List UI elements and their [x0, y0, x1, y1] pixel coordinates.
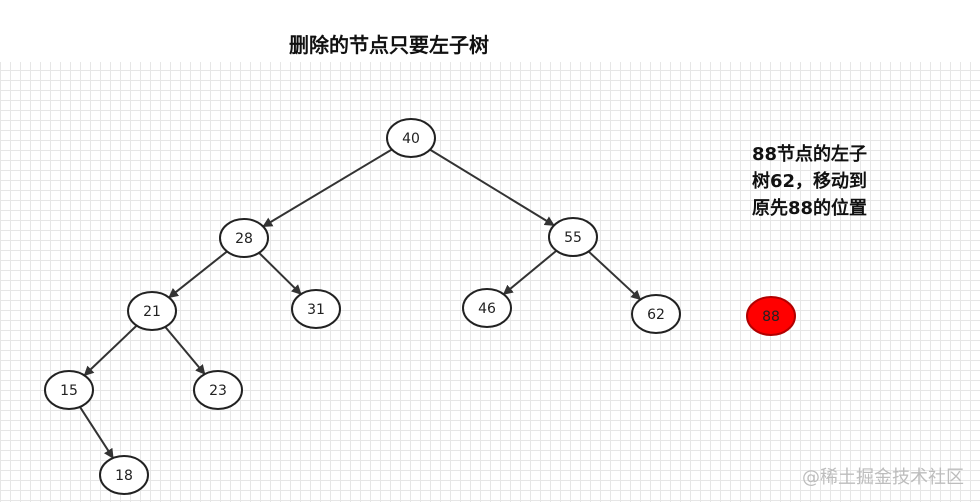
node-label-46: 46: [478, 301, 496, 317]
node-label-31: 31: [307, 302, 325, 318]
tree-node-40: 40: [386, 118, 436, 158]
diagram-title: 删除的节点只要左子树: [289, 33, 489, 57]
edge-21-23: [164, 326, 206, 375]
node-circle-62: [631, 294, 681, 334]
edge-21-15: [83, 324, 138, 377]
tree-node-23: 23: [193, 370, 243, 410]
edge-55-62: [587, 250, 642, 301]
node-circle-55: [548, 217, 598, 257]
tree-node-15: 15: [44, 370, 94, 410]
note-line-3: 原先88的位置: [752, 198, 868, 219]
tree-node-18: 18: [99, 455, 149, 495]
node-circle-46: [462, 288, 512, 328]
node-label-21: 21: [143, 304, 161, 320]
note-line-1: 88节点的左子: [752, 144, 868, 165]
node-circle-31: [291, 289, 341, 329]
edges-layer: [79, 148, 642, 459]
node-circle-40: [386, 118, 436, 158]
tree-node-62: 62: [631, 294, 681, 334]
header-background: [0, 0, 980, 62]
nodes-layer: 40 28 55 21 31 46 62 15 23 18 88: [44, 118, 796, 495]
edge-28-21: [168, 250, 228, 299]
explanation-note: 88节点的左子 树62，移动到 原先88的位置: [752, 141, 867, 222]
edge-55-46: [502, 249, 558, 296]
node-label-55: 55: [564, 230, 582, 246]
node-circle-28: [219, 218, 269, 258]
node-label-88: 88: [762, 309, 780, 325]
tree-node-46: 46: [462, 288, 512, 328]
node-label-23: 23: [209, 383, 227, 399]
tree-node-88: 88: [746, 296, 796, 336]
node-circle-18: [99, 455, 149, 495]
node-label-62: 62: [647, 307, 665, 323]
node-circle-88: [746, 296, 796, 336]
node-circle-21: [127, 291, 177, 331]
note-line-2: 树62，移动到: [752, 171, 868, 192]
edge-15-18: [79, 406, 114, 459]
watermark: @稀土掘金技术社区: [802, 467, 964, 488]
node-label-15: 15: [60, 383, 78, 399]
node-label-28: 28: [235, 231, 253, 247]
node-circle-15: [44, 370, 94, 410]
node-circle-23: [193, 370, 243, 410]
node-label-40: 40: [402, 131, 420, 147]
tree-node-21: 21: [127, 291, 177, 331]
edge-40-28: [262, 148, 393, 228]
edge-40-55: [429, 148, 555, 227]
tree-node-55: 55: [548, 217, 598, 257]
edge-28-31: [258, 252, 302, 295]
tree-node-31: 31: [291, 289, 341, 329]
node-label-18: 18: [115, 468, 133, 484]
tree-node-28: 28: [219, 218, 269, 258]
